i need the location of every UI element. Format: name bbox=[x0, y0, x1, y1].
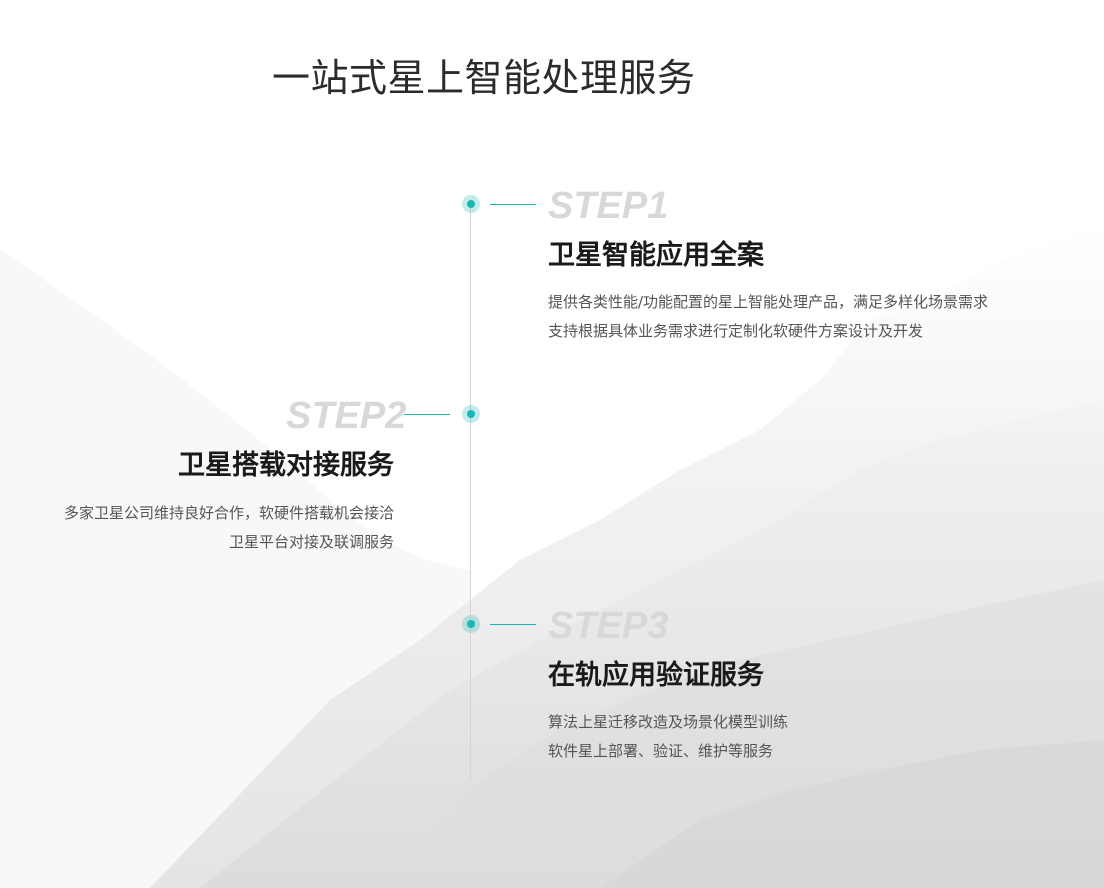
step2-connector bbox=[404, 414, 450, 415]
step3-dot bbox=[462, 615, 480, 633]
page-title: 一站式星上智能处理服务 bbox=[272, 56, 696, 100]
step2-label: STEP2 bbox=[286, 395, 407, 437]
step1-desc-line: 提供各类性能/功能配置的星上智能处理产品，满足多样化场景需求 bbox=[548, 293, 989, 311]
timeline-line bbox=[470, 204, 471, 780]
step3-desc-line: 软件星上部署、验证、维护等服务 bbox=[548, 742, 774, 760]
step3-title: 在轨应用验证服务 bbox=[548, 660, 764, 691]
step3-desc-line: 算法上星迁移改造及场景化模型训练 bbox=[548, 713, 789, 731]
step1-dot bbox=[462, 195, 480, 213]
step2-desc-line: 多家卫星公司维持良好合作，软硬件搭载机会接洽 bbox=[63, 504, 394, 522]
step1-description: 提供各类性能/功能配置的星上智能处理产品，满足多样化场景需求 支持根据具体业务需… bbox=[548, 288, 988, 346]
step3-description: 算法上星迁移改造及场景化模型训练 软件星上部署、验证、维护等服务 bbox=[548, 708, 788, 766]
step1-desc-line: 支持根据具体业务需求进行定制化软硬件方案设计及开发 bbox=[548, 322, 924, 340]
step1-connector bbox=[490, 204, 536, 205]
step2-description: 多家卫星公司维持良好合作，软硬件搭载机会接洽 卫星平台对接及联调服务 bbox=[64, 499, 394, 557]
step2-desc-line: 卫星平台对接及联调服务 bbox=[228, 533, 394, 551]
step3-connector bbox=[490, 624, 536, 625]
step2-title: 卫星搭载对接服务 bbox=[178, 450, 394, 481]
step2-dot bbox=[462, 405, 480, 423]
step3-label: STEP3 bbox=[548, 605, 669, 647]
step1-label: STEP1 bbox=[548, 185, 669, 227]
step1-title: 卫星智能应用全案 bbox=[548, 240, 764, 271]
